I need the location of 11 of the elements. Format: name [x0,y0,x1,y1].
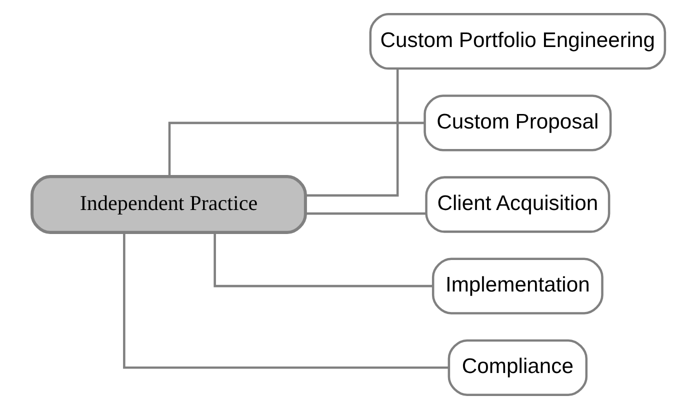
connector [213,232,432,288]
node-box: Client Acquisition [424,176,610,233]
node-box: Implementation [431,258,603,314]
node-box: Custom Portfolio Engineering [368,13,666,70]
connector [122,232,448,369]
connector [305,212,426,215]
connector [305,68,398,197]
connector [168,122,424,176]
node-box: Independent Practice [30,175,306,234]
node-box: Custom Proposal [423,94,612,152]
node-box: Compliance [447,339,588,396]
